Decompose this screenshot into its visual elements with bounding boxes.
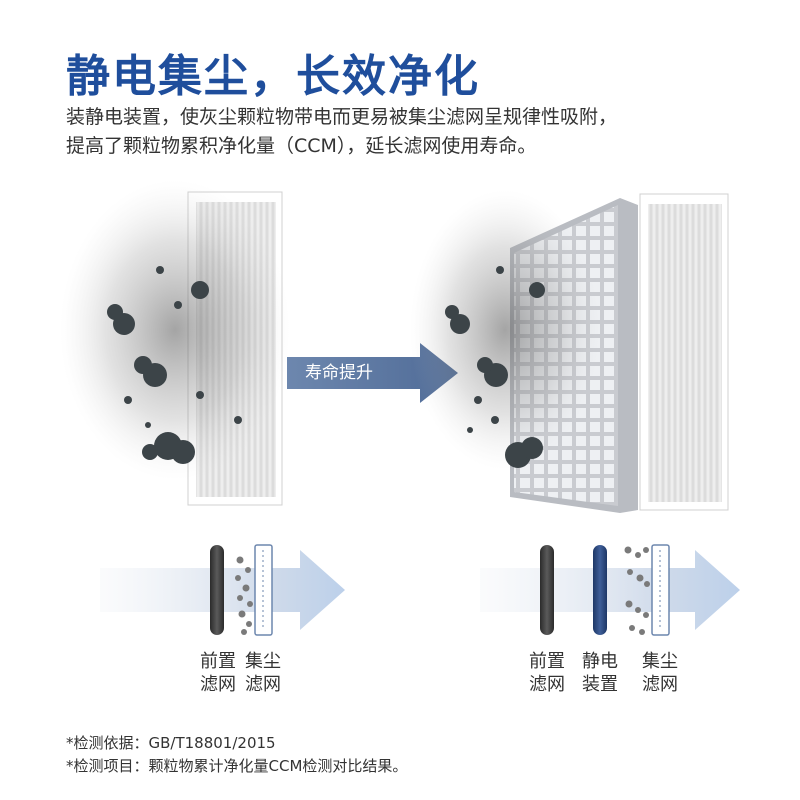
page-title: 静电集尘，长效净化 bbox=[66, 51, 480, 102]
right-hepa-filter bbox=[639, 193, 729, 511]
lifespan-arrow-label: 寿命提升 bbox=[305, 363, 373, 383]
right-label-hepa: 集尘 滤网 bbox=[642, 651, 678, 695]
right-airflow-arrow bbox=[480, 550, 740, 630]
left-label-hepa: 集尘 滤网 bbox=[245, 651, 281, 695]
subtitle-line-2: 提高了颗粒物累积净化量（CCM），延长滤网使用寿命。 bbox=[66, 135, 537, 157]
left-prefilter-rod bbox=[210, 545, 224, 635]
left-schematic bbox=[100, 544, 345, 636]
right-schematic bbox=[480, 544, 740, 636]
left-dust-cloud bbox=[60, 180, 290, 480]
page-subtitle: 装静电装置，使灰尘颗粒物带电而更易被集尘滤网呈规律性吸附， 提高了颗粒物累积净化… bbox=[66, 103, 617, 161]
right-collected-particles bbox=[624, 546, 650, 635]
filter-scene-graphic bbox=[60, 180, 729, 513]
right-label-electrostatic: 静电 装置 bbox=[582, 651, 618, 695]
right-particles bbox=[445, 266, 545, 468]
filter-comparison-illustration bbox=[0, 180, 800, 520]
footnote-standard: *检测依据：GB/T18801/2015 bbox=[66, 734, 276, 752]
right-electrostatic-rod bbox=[593, 545, 607, 635]
footnote-test-item: *检测项目：颗粒物累计净化量CCM检测对比结果。 bbox=[66, 757, 408, 775]
left-collected-particles bbox=[235, 556, 253, 635]
subtitle-line-1: 装静电装置，使灰尘颗粒物带电而更易被集尘滤网呈规律性吸附， bbox=[66, 106, 618, 128]
right-dust-cloud bbox=[410, 190, 600, 470]
airflow-schematics bbox=[100, 544, 740, 636]
right-label-prefilter: 前置 滤网 bbox=[529, 651, 565, 695]
left-label-prefilter: 前置 滤网 bbox=[200, 651, 236, 695]
right-prefilter-rod bbox=[540, 545, 554, 635]
left-particles bbox=[107, 266, 242, 464]
